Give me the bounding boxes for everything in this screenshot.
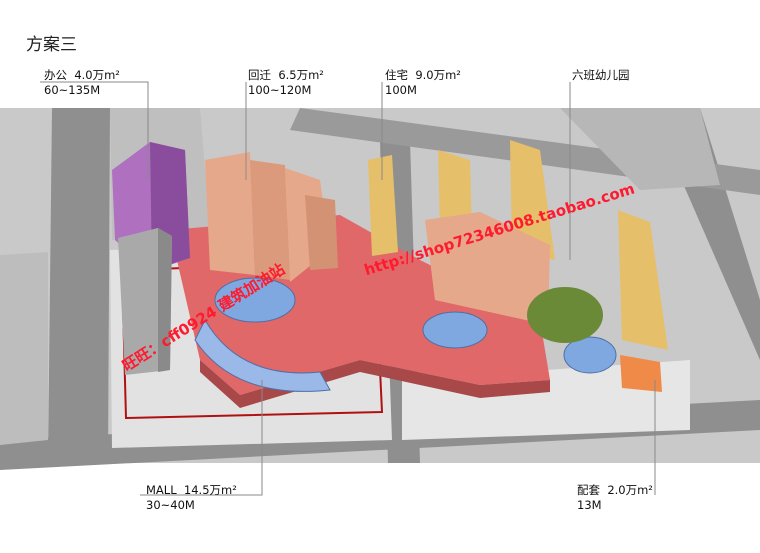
green-park — [527, 287, 603, 343]
mall-podium-side — [200, 360, 550, 408]
atrium-east — [563, 336, 617, 374]
leader-mall — [140, 380, 263, 496]
kindergarten-name: 六班幼儿园 — [572, 68, 630, 82]
supporting-name: 配套 — [577, 483, 600, 497]
resettlement-tower-1 — [205, 152, 255, 275]
page-title: 方案三 — [26, 35, 77, 55]
supporting-height: 13M — [577, 498, 602, 512]
residential-height: 100M — [385, 83, 417, 97]
supporting-area: 2.0万m² — [607, 483, 653, 497]
resettlement-tower-2 — [250, 160, 290, 280]
mall-area: 14.5万m² — [183, 483, 237, 497]
resettlement-name: 回迁 — [248, 68, 271, 82]
supporting-callout: 配套 2.0万m² 13M — [577, 483, 653, 513]
slab-building — [425, 212, 550, 325]
office-area: 4.0万m² — [74, 68, 120, 82]
office-name: 办公 — [44, 68, 67, 82]
mall-curved-wing — [194, 318, 331, 392]
road-west — [48, 108, 110, 463]
block-ne — [560, 108, 720, 190]
leader-office — [40, 81, 149, 180]
resettlement-area: 6.5万m² — [278, 68, 324, 82]
supporting-building — [620, 355, 662, 392]
mall-callout: MALL 14.5万m² 30~40M — [146, 483, 237, 513]
mall-name: MALL — [146, 483, 177, 497]
resettlement-height: 100~120M — [248, 83, 312, 97]
mall-height: 30~40M — [146, 498, 195, 512]
block-west — [0, 252, 48, 445]
residential-tower-1 — [368, 155, 398, 256]
kindergarten-callout: 六班幼儿园 — [572, 68, 630, 83]
residential-name: 住宅 — [385, 68, 408, 82]
office-callout: 办公 4.0万m² 60~135M — [44, 68, 120, 98]
residential-area: 9.0万m² — [415, 68, 461, 82]
atrium-large — [214, 277, 296, 323]
resettlement-tower-4 — [305, 195, 338, 270]
atrium-middle — [422, 311, 488, 349]
residential-callout: 住宅 9.0万m² 100M — [385, 68, 461, 98]
office-height: 60~135M — [44, 83, 101, 97]
grey-tower-shade — [158, 228, 172, 372]
residential-tower-4 — [618, 210, 668, 350]
resettlement-callout: 回迁 6.5万m² 100~120M — [248, 68, 324, 98]
residential-tower-2 — [438, 150, 472, 235]
residential-tower-3 — [510, 140, 555, 260]
